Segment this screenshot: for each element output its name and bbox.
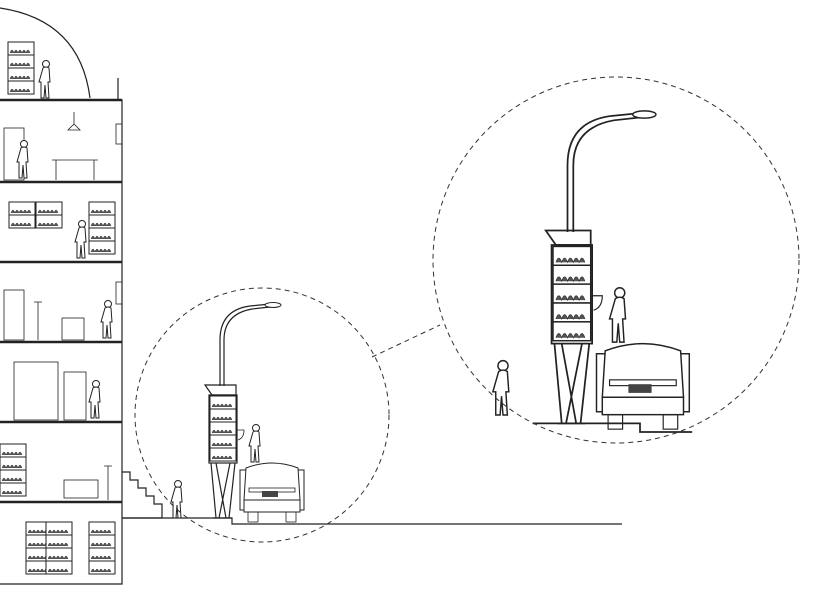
street-scene [170,303,304,523]
enlarged-detail [492,111,693,433]
callout-leader-line [371,324,441,358]
ground-line [122,517,622,525]
detail-circle [432,76,800,444]
interior-furniture [3,112,123,500]
building-section [0,7,163,585]
detail-callout-circle [134,287,390,543]
